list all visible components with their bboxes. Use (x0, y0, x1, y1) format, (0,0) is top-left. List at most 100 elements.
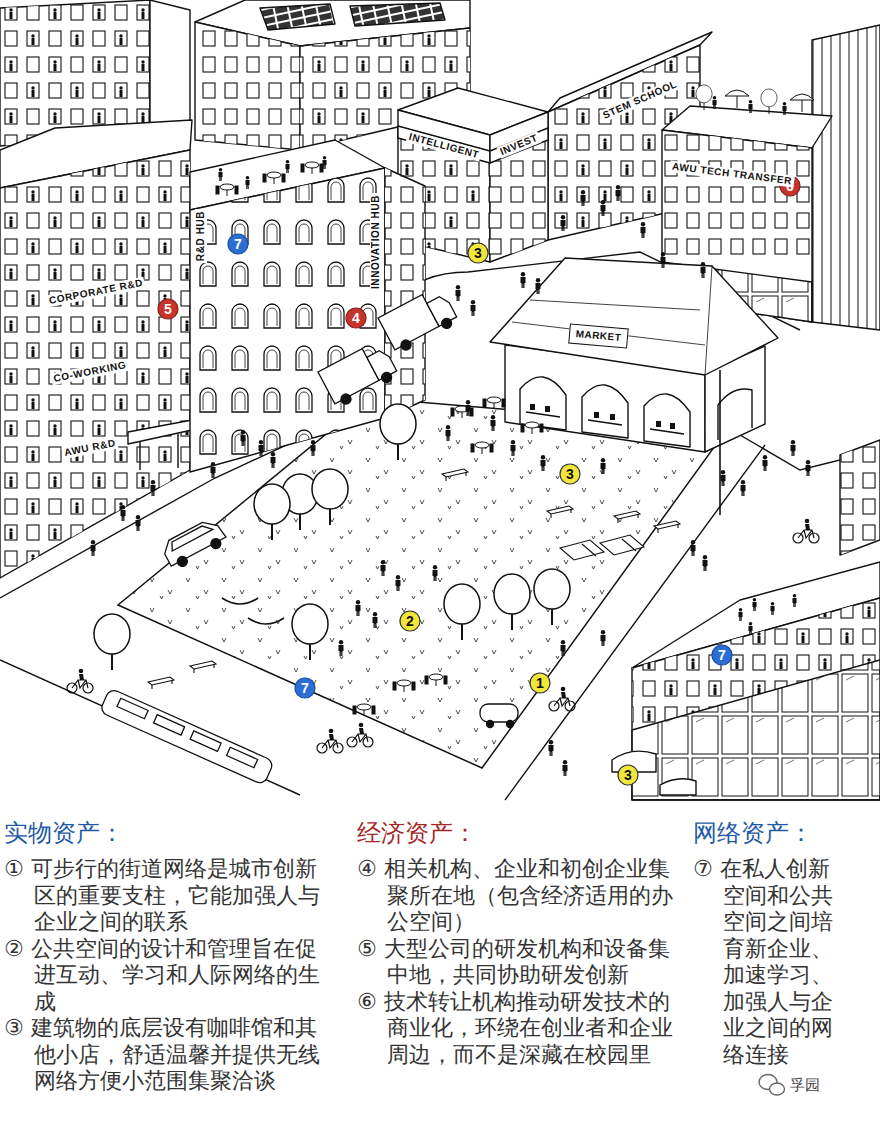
vehicle (209, 537, 223, 551)
cyclist (317, 729, 343, 753)
callout-circle (400, 611, 420, 631)
building (140, 434, 178, 470)
plaza-furniture (393, 680, 415, 692)
person (536, 278, 541, 294)
vehicle (507, 721, 514, 728)
cyclist (67, 669, 93, 693)
vehicle (487, 721, 494, 728)
plaza-furniture (547, 506, 573, 518)
person (712, 96, 716, 109)
callout-number: 1 (529, 672, 551, 694)
building (632, 598, 880, 800)
callout-text: 5 (164, 302, 172, 316)
plaza-furniture (190, 661, 216, 673)
person (396, 575, 401, 591)
person (121, 505, 126, 521)
legend-item: ⑤ 大型公司的研发机构和设备集中地，共同协助研发创新 (357, 936, 679, 989)
tree (312, 469, 348, 525)
rooftop-furniture (216, 184, 238, 196)
rooftop-furniture (301, 162, 323, 174)
legend-item: ⑥ 技术转让机构推动研发技术的商业化，环绕在创业者和企业周边，而不是深藏在校园里 (357, 989, 679, 1069)
market-pavilion (490, 258, 778, 452)
plaza-furniture (654, 521, 680, 533)
person (748, 100, 752, 113)
person (601, 630, 606, 646)
plaza-furniture (148, 677, 174, 689)
person (151, 480, 156, 496)
person (721, 470, 726, 486)
person (211, 462, 216, 478)
vehicle (339, 392, 353, 406)
callout-number: 3 (559, 463, 581, 485)
market-pavilion (530, 404, 675, 429)
building (195, 22, 300, 150)
vehicle (399, 338, 413, 352)
callout-number: 5 (157, 298, 179, 320)
person (691, 540, 696, 556)
callout-text: 4 (352, 311, 360, 325)
callout-number: 2 (399, 610, 421, 632)
callout-circle (346, 308, 366, 328)
callout-text: 1 (536, 676, 544, 690)
rooftop-furniture (696, 85, 712, 110)
plaza-furniture (719, 370, 721, 515)
vehicle (176, 555, 190, 569)
rooftop-furniture (725, 90, 749, 108)
cyclist (549, 687, 575, 711)
market-pavilion (582, 385, 628, 438)
plaza-furniture (222, 598, 284, 624)
callout-circle (295, 678, 315, 698)
vehicle (160, 516, 226, 566)
callout-text: 3 (566, 467, 574, 481)
legend-heading: 实物资产： (4, 818, 338, 848)
building (0, 150, 190, 578)
callout-text: 3 (624, 768, 632, 782)
market-pavilion (490, 258, 778, 375)
market-pavilion (512, 266, 712, 375)
person (245, 176, 249, 189)
callout-number: 7 (711, 644, 733, 666)
building (150, 0, 190, 132)
vehicle (480, 704, 518, 722)
person (738, 608, 742, 621)
plaza-furniture (425, 674, 447, 686)
plaza-furniture (442, 469, 468, 481)
person (581, 190, 586, 206)
building (260, 4, 335, 30)
person (456, 285, 461, 301)
plaza-furniture (148, 370, 720, 716)
person (661, 252, 666, 268)
person (511, 440, 516, 456)
person (541, 455, 546, 471)
plaza-furniture (471, 442, 493, 454)
callout-number: 3 (467, 242, 489, 264)
tree (94, 614, 130, 670)
legend-heading: 网络资产： (693, 818, 839, 848)
building (612, 751, 696, 795)
person (381, 560, 386, 576)
person (752, 598, 756, 611)
plaza-furniture (483, 397, 505, 409)
person (763, 455, 768, 471)
building (490, 112, 548, 262)
cyclist (793, 519, 819, 543)
building (0, 0, 880, 578)
legend-item: ② 公共空间的设计和管理旨在促进互动、学习和人际网络的生成 (4, 936, 338, 1016)
person (641, 222, 646, 238)
building (190, 168, 385, 472)
person (601, 200, 606, 216)
wechat-icon (759, 1075, 785, 1096)
plaza-furniture (560, 535, 644, 560)
vehicle (318, 339, 400, 409)
building (398, 126, 490, 163)
building (812, 25, 880, 330)
person (322, 156, 326, 169)
building-sign: R&D HUB (195, 209, 207, 263)
plaza-furniture (521, 422, 543, 434)
tree (292, 604, 328, 660)
person (218, 168, 222, 181)
person (271, 452, 276, 468)
legend-item: ③ 建筑物的底层设有咖啡馆和其他小店，舒适温馨并提供无线网络方便小范围集聚洽谈 (4, 1015, 338, 1095)
person (561, 215, 566, 231)
person (466, 400, 471, 416)
